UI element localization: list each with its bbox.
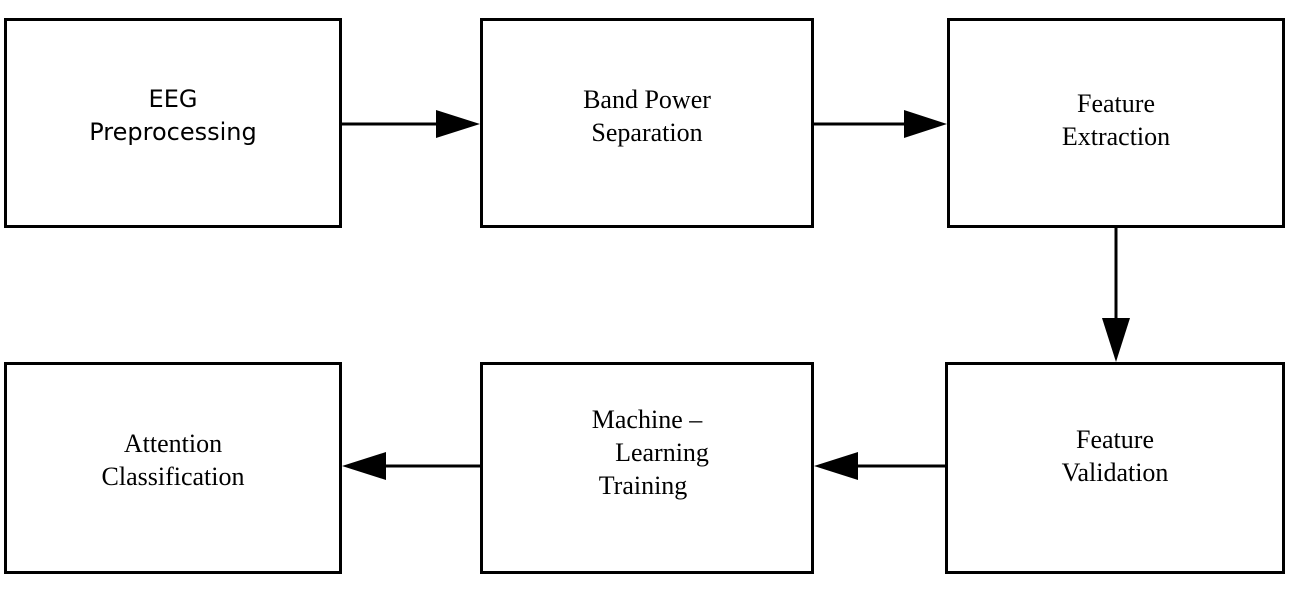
feature-validation-line-2: Validation	[1061, 458, 1169, 487]
band-power-separation-label: Band Power Separation	[483, 83, 811, 149]
attention-classification-line-2: Classification	[101, 462, 245, 491]
eeg-preprocessing-line-2: Preprocessing	[89, 118, 257, 146]
feature-extraction-box: Feature Extraction	[947, 18, 1285, 228]
attention-classification-box: Attention Classification	[4, 362, 342, 574]
band-power-separation-box: Band Power Separation	[480, 18, 814, 228]
feature-extraction-line-2: Extraction	[1061, 122, 1171, 151]
feature-extraction-line-1: Feature	[1077, 89, 1155, 118]
band-power-separation-line-1: Band Power	[583, 85, 711, 114]
eeg-preprocessing-label: EEG Preprocessing	[7, 83, 339, 149]
machine-learning-training-line-2: Learning	[615, 438, 709, 467]
attention-classification-label: Attention Classification	[7, 427, 339, 493]
feature-validation-line-1: Feature	[1076, 425, 1154, 454]
feature-validation-label: Feature Validation	[948, 423, 1282, 489]
eeg-preprocessing-line-1: EEG	[148, 85, 198, 113]
machine-learning-training-line-3: Training	[598, 471, 688, 500]
feature-extraction-label: Feature Extraction	[950, 87, 1282, 153]
eeg-preprocessing-box: EEG Preprocessing	[4, 18, 342, 228]
band-power-separation-line-2: Separation	[591, 118, 703, 147]
machine-learning-training-line-1: Machine –	[591, 405, 703, 434]
machine-learning-training-box: Machine – Learning Training	[480, 362, 814, 574]
arrow-eeg-to-band-power	[342, 110, 480, 138]
arrow-band-power-to-extraction	[814, 110, 947, 138]
machine-learning-training-label: Machine – Learning Training	[483, 403, 811, 502]
feature-validation-box: Feature Validation	[945, 362, 1285, 574]
arrow-ml-to-attention	[342, 452, 480, 480]
arrow-validation-to-ml	[814, 452, 945, 480]
attention-classification-line-1: Attention	[123, 429, 223, 458]
arrow-extraction-to-validation	[1102, 228, 1130, 362]
